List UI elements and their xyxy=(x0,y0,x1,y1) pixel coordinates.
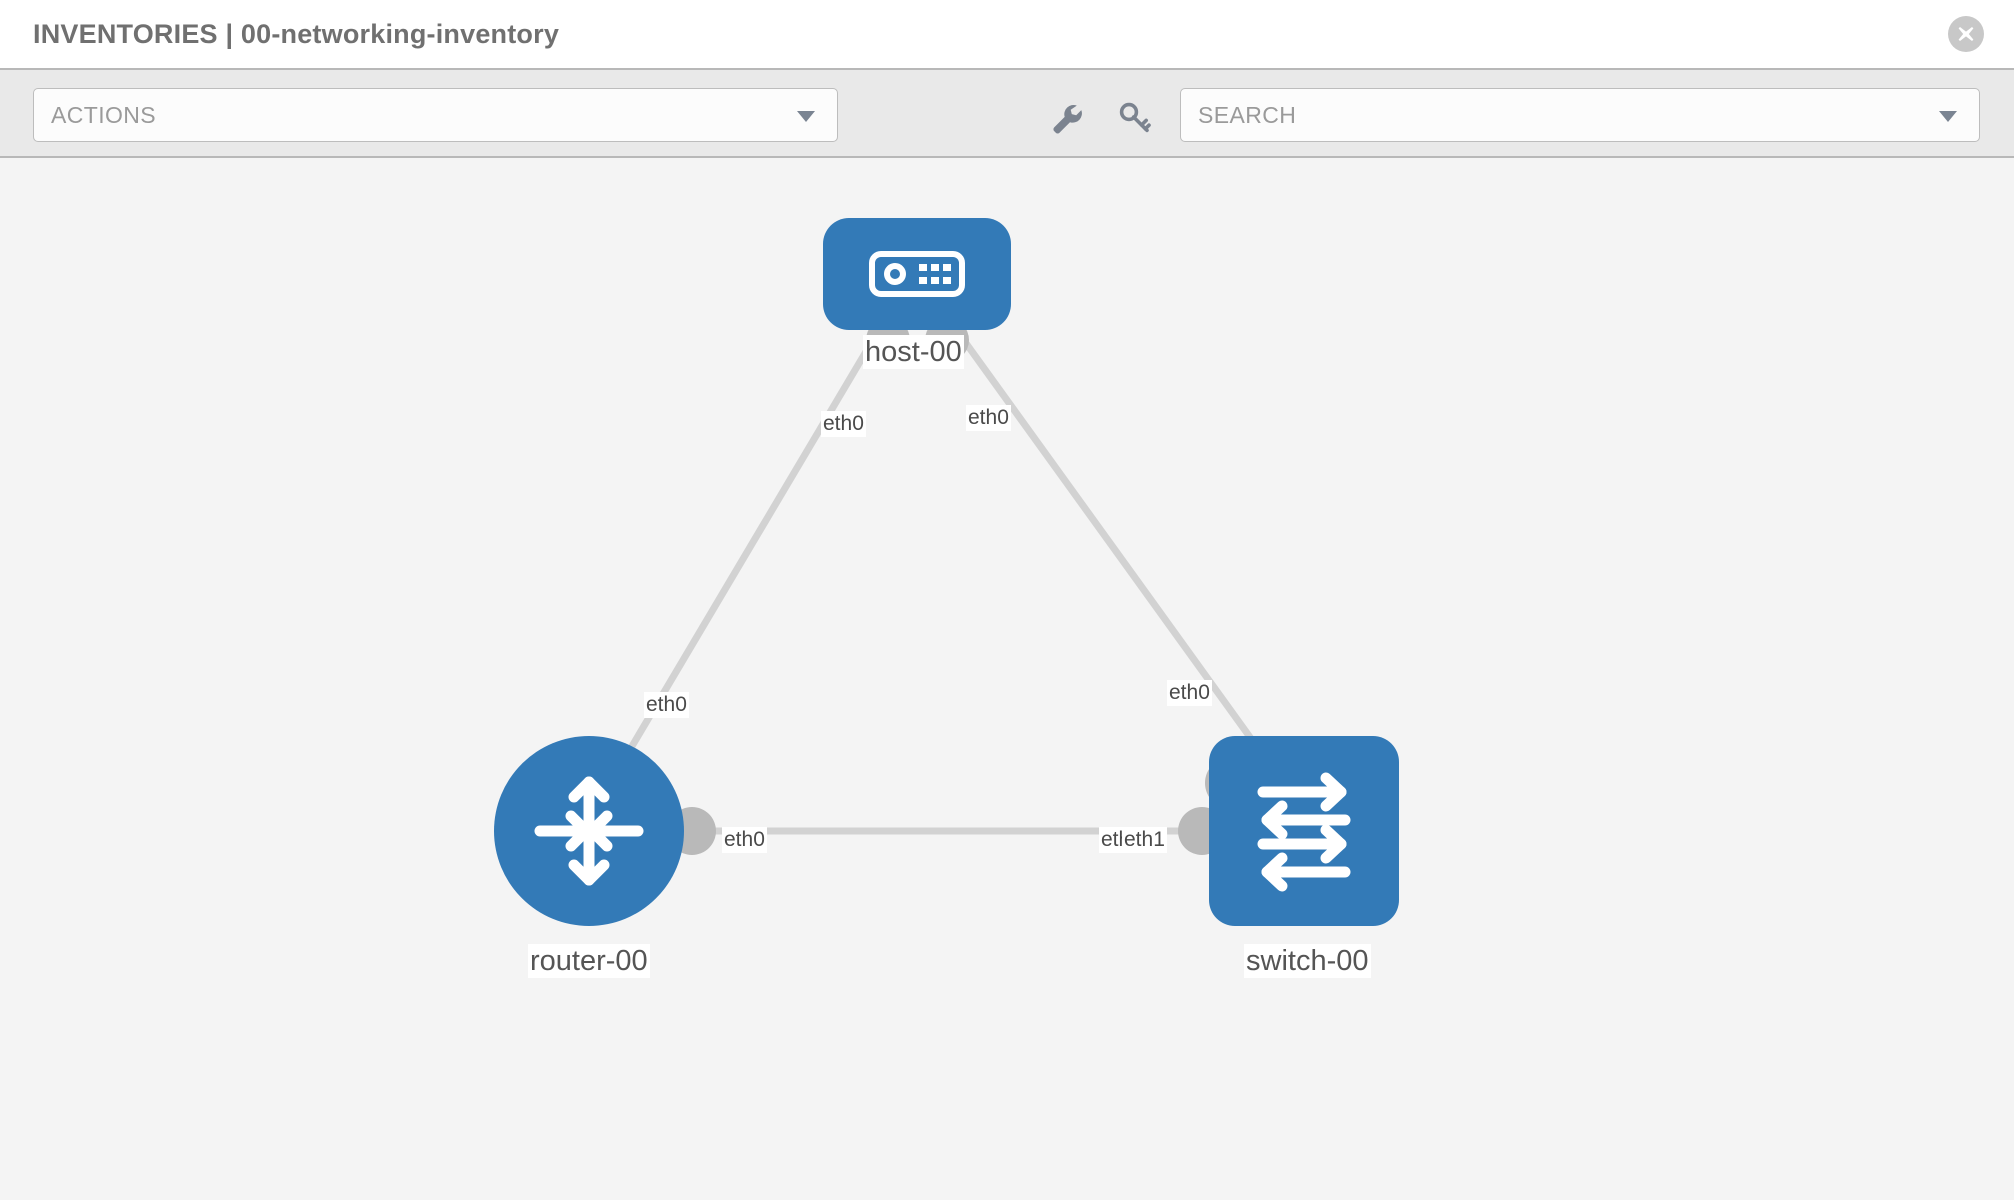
topology-edge-label-switch-upper: eth0 xyxy=(1167,680,1212,706)
actions-dropdown-label: ACTIONS xyxy=(51,102,157,128)
topology-edge-label-host-right: eth0 xyxy=(966,405,1011,431)
close-icon[interactable] xyxy=(1948,16,1984,52)
topology-edge-label-host-left: eth0 xyxy=(821,411,866,437)
chevron-down-icon xyxy=(1939,111,1957,122)
topology-node-switch-00[interactable] xyxy=(1209,736,1399,926)
topology-node-label-host-00: host-00 xyxy=(863,335,964,369)
toolbar: ACTIONS SEARCH xyxy=(0,68,2014,158)
topology-edge-label-switch-left: eth1 xyxy=(1122,827,1167,853)
topology-node-label-router-00: router-00 xyxy=(528,944,650,978)
topology-node-host-00[interactable] xyxy=(823,218,1011,330)
chevron-down-icon xyxy=(797,111,815,122)
topology-node-label-switch-00: switch-00 xyxy=(1244,944,1371,978)
topology-canvas[interactable]: host-00 router-00 switch-00 eth0 eth0 et… xyxy=(0,158,2014,1200)
topology-edge-label-router-right: eth0 xyxy=(722,827,767,853)
wrench-icon[interactable] xyxy=(1046,98,1086,138)
search-input[interactable]: SEARCH xyxy=(1180,88,1980,142)
key-icon[interactable] xyxy=(1114,98,1154,138)
search-placeholder: SEARCH xyxy=(1198,102,1297,128)
topology-edge-label-router-upper: eth0 xyxy=(644,692,689,718)
actions-dropdown[interactable]: ACTIONS xyxy=(33,88,838,142)
topology-node-router-00[interactable] xyxy=(494,736,684,926)
page-title: INVENTORIES | 00-networking-inventory xyxy=(33,19,560,49)
page-header: INVENTORIES | 00-networking-inventory xyxy=(0,0,2014,68)
